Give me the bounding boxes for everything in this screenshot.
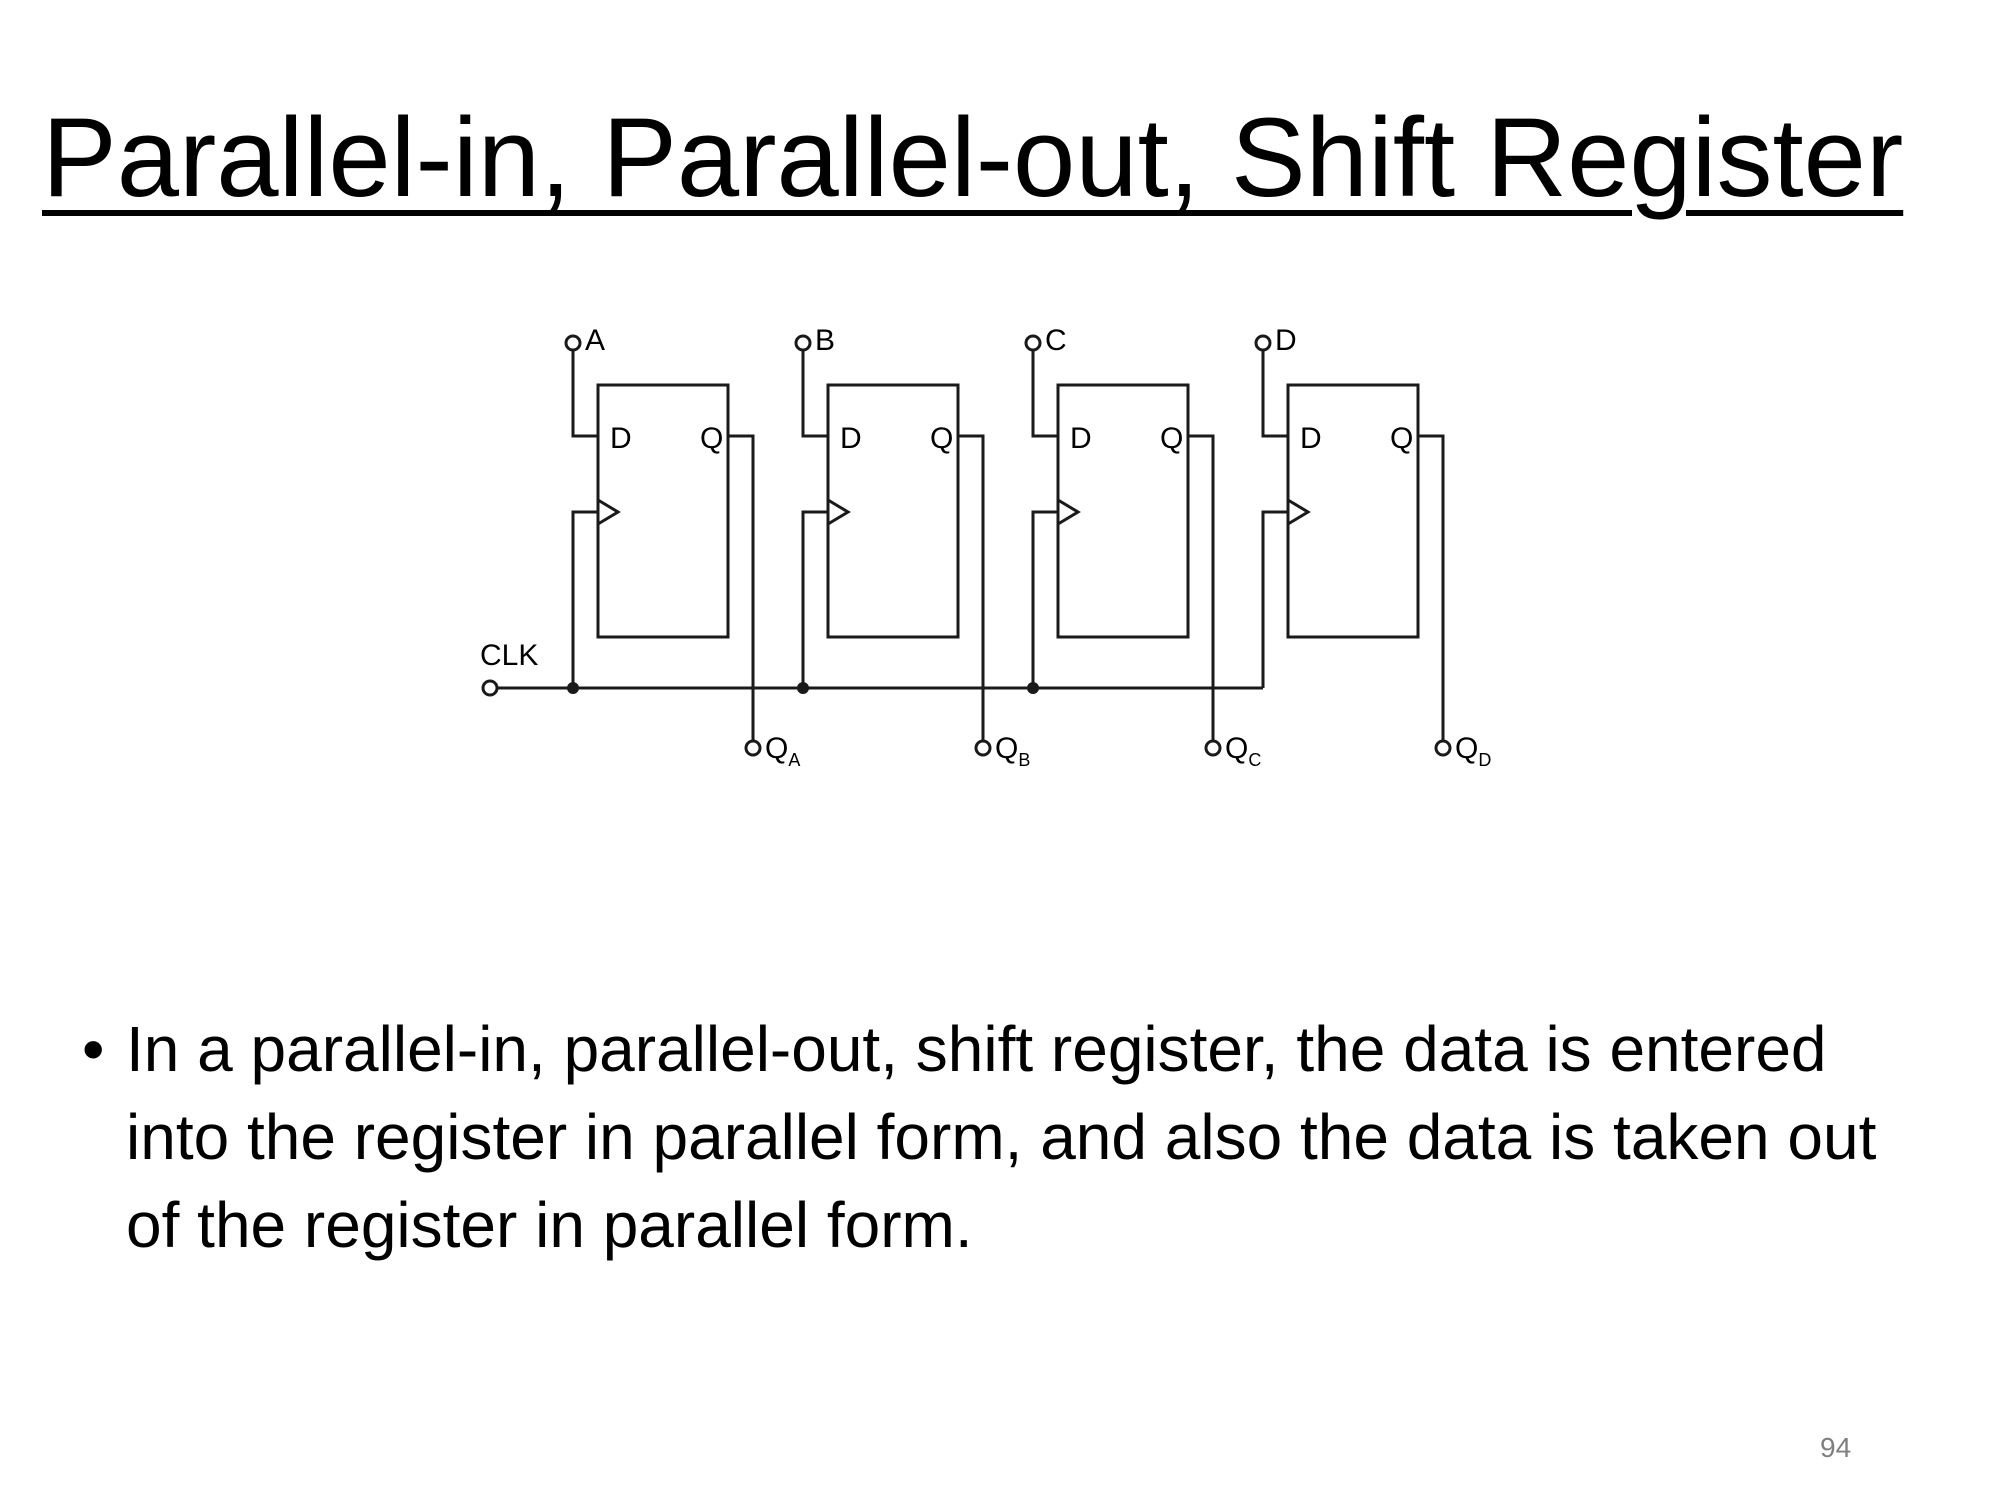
clk-terminal (481, 679, 499, 697)
clock-junction-dot (1027, 682, 1039, 694)
bullet-item: • In a parallel-in, parallel-out, shift … (82, 1005, 1882, 1269)
data-input-label: A (585, 324, 605, 357)
diagram-wires (497, 350, 1445, 740)
clock-junction-dot (567, 682, 579, 694)
q-output-terminal (744, 739, 762, 757)
flip-flop-1 (571, 350, 755, 740)
page-number: 94 (1820, 1432, 1852, 1463)
clock-triangle (827, 498, 851, 526)
clock-triangle (1287, 498, 1311, 526)
flip-flop-q-label: Q (1390, 422, 1413, 455)
flip-flop-d-label: D (1300, 422, 1322, 455)
flip-flop-d-label: D (610, 422, 632, 455)
clock-wire (1261, 510, 1288, 688)
flip-flop-q-label: Q (1160, 422, 1183, 455)
clock-triangle (1057, 498, 1081, 526)
data-input-wire (1261, 350, 1288, 438)
flip-flop-3 (1031, 350, 1215, 740)
data-input-wire (1031, 350, 1058, 438)
q-output-terminal (974, 739, 992, 757)
clock-wire (571, 510, 598, 688)
data-input-label: B (815, 324, 835, 357)
q-output-label-subscript: C (1248, 750, 1261, 770)
bullet-list: • In a parallel-in, parallel-out, shift … (82, 1005, 1882, 1269)
data-input-label: C (1045, 324, 1067, 357)
flip-flop-4 (1261, 350, 1445, 740)
q-output-label-main: Q (1455, 732, 1478, 765)
bullet-marker: • (82, 1013, 105, 1085)
data-input-terminal (1024, 334, 1042, 352)
q-output-label: QB (995, 732, 1030, 770)
q-output-wire (728, 434, 755, 740)
clock-wire (1031, 510, 1058, 688)
bullet-text: In a parallel-in, parallel-out, shift re… (126, 1013, 1877, 1261)
data-input-terminal (1254, 334, 1272, 352)
data-input-terminal (564, 334, 582, 352)
q-output-terminal (1204, 739, 1222, 757)
flip-flop-q-label: Q (930, 422, 953, 455)
q-output-wire (958, 434, 985, 740)
q-output-label: QC (1225, 732, 1261, 770)
flip-flop-q-label: Q (700, 422, 723, 455)
q-output-label-main: Q (765, 732, 788, 765)
q-output-label-subscript: B (1018, 750, 1030, 770)
clock-wire (801, 510, 828, 688)
data-input-wire (801, 350, 828, 438)
data-input-label: D (1275, 324, 1297, 357)
q-output-label-subscript: A (788, 750, 800, 770)
q-output-wire (1418, 434, 1445, 740)
q-output-label-main: Q (1225, 732, 1248, 765)
q-output-label: QA (765, 732, 800, 770)
q-output-label: QD (1455, 732, 1491, 770)
clock-triangle (597, 498, 621, 526)
flip-flop-2 (801, 350, 985, 740)
clk-label: CLK (480, 639, 538, 672)
flip-flop-d-label: D (840, 422, 862, 455)
flip-flop-d-label: D (1070, 422, 1092, 455)
slide-title: Parallel-in, Parallel-out, Shift Registe… (42, 95, 1904, 220)
clock-junction-dot (797, 682, 809, 694)
data-input-terminal (794, 334, 812, 352)
data-input-wire (571, 350, 598, 438)
q-output-terminal (1434, 739, 1452, 757)
q-output-wire (1188, 434, 1215, 740)
q-output-label-subscript: D (1478, 750, 1491, 770)
q-output-label-main: Q (995, 732, 1018, 765)
